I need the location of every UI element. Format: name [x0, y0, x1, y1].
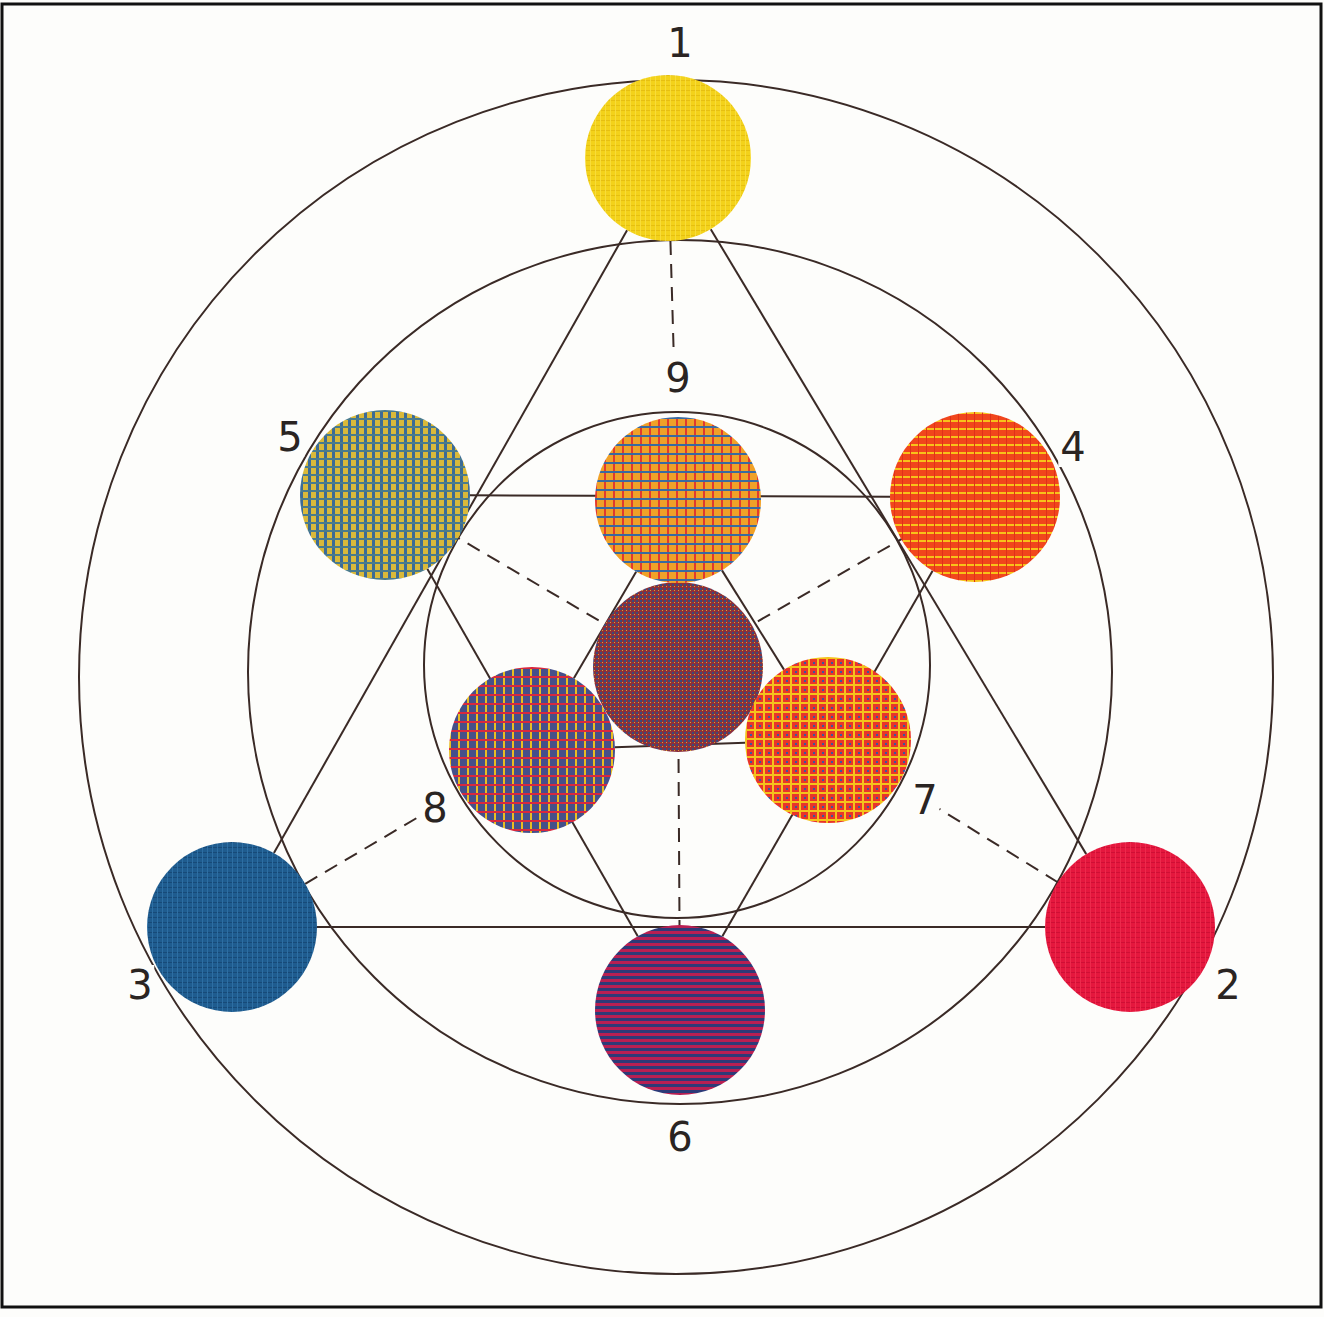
label-holder: 1 [665, 23, 694, 63]
fabric-disc [147, 842, 317, 1012]
label-holder: 3 [125, 965, 154, 1005]
fabric-disc [745, 657, 911, 823]
fabric-swatch: 8 [449, 667, 615, 833]
fabric-disc [585, 75, 751, 241]
dashed-connector [939, 809, 1057, 882]
fabric-swatch: 9 [595, 417, 761, 583]
dashed-connector [305, 817, 419, 884]
callout-number: 2 [1213, 965, 1242, 1005]
label-holder: 5 [275, 417, 304, 457]
callout-number: 9 [663, 358, 692, 398]
callout-number: 4 [1058, 427, 1087, 467]
fabric-swatch: 5 [300, 410, 470, 580]
dashed-connector [670, 241, 673, 351]
callout-number: 8 [420, 788, 449, 828]
swatch-outline [300, 410, 470, 580]
callout-number: 5 [275, 417, 304, 457]
fabric-disc [890, 412, 1060, 582]
fabric-disc [449, 667, 615, 833]
fabric-disc [300, 410, 470, 580]
swatch-outline [595, 417, 761, 583]
label-holder: 7 [910, 780, 939, 820]
swatch-outline [890, 412, 1060, 582]
frame [2, 4, 1321, 1307]
callout-number: 1 [665, 23, 694, 63]
swatch-outline [585, 75, 751, 241]
label-holder: 4 [1058, 427, 1087, 467]
fabric-swatch: 7 [745, 657, 911, 823]
fabric-swatch: 3 [147, 842, 317, 1012]
label-holder: 2 [1213, 965, 1242, 1005]
callout-number: 7 [910, 780, 939, 820]
triangle-side [722, 571, 932, 937]
fabric-swatch: 4 [890, 412, 1060, 582]
fabric-disc [595, 925, 765, 1095]
triangle-side [274, 230, 627, 853]
swatch-outline [595, 925, 765, 1095]
callout-number: 3 [125, 965, 154, 1005]
fabric-swatch [593, 582, 763, 752]
label-holder: 9 [663, 358, 692, 398]
outer-ring [79, 80, 1273, 1274]
swatch-outline [1045, 842, 1215, 1012]
fabric-swatch: 1 [585, 75, 751, 241]
triangle-side [711, 229, 1086, 854]
callout-number: 6 [665, 1117, 694, 1157]
swatch-outline [745, 657, 911, 823]
label-holder: 6 [665, 1117, 694, 1157]
swatch-outline [449, 667, 615, 833]
label-holder: 8 [420, 788, 449, 828]
fabric-swatch: 2 [1045, 842, 1215, 1012]
fabric-disc [1045, 842, 1215, 1012]
inner-ring [424, 412, 930, 918]
swatch-outline [147, 842, 317, 1012]
fabric-swatch: 6 [595, 925, 765, 1095]
fabric-disc [595, 417, 761, 583]
